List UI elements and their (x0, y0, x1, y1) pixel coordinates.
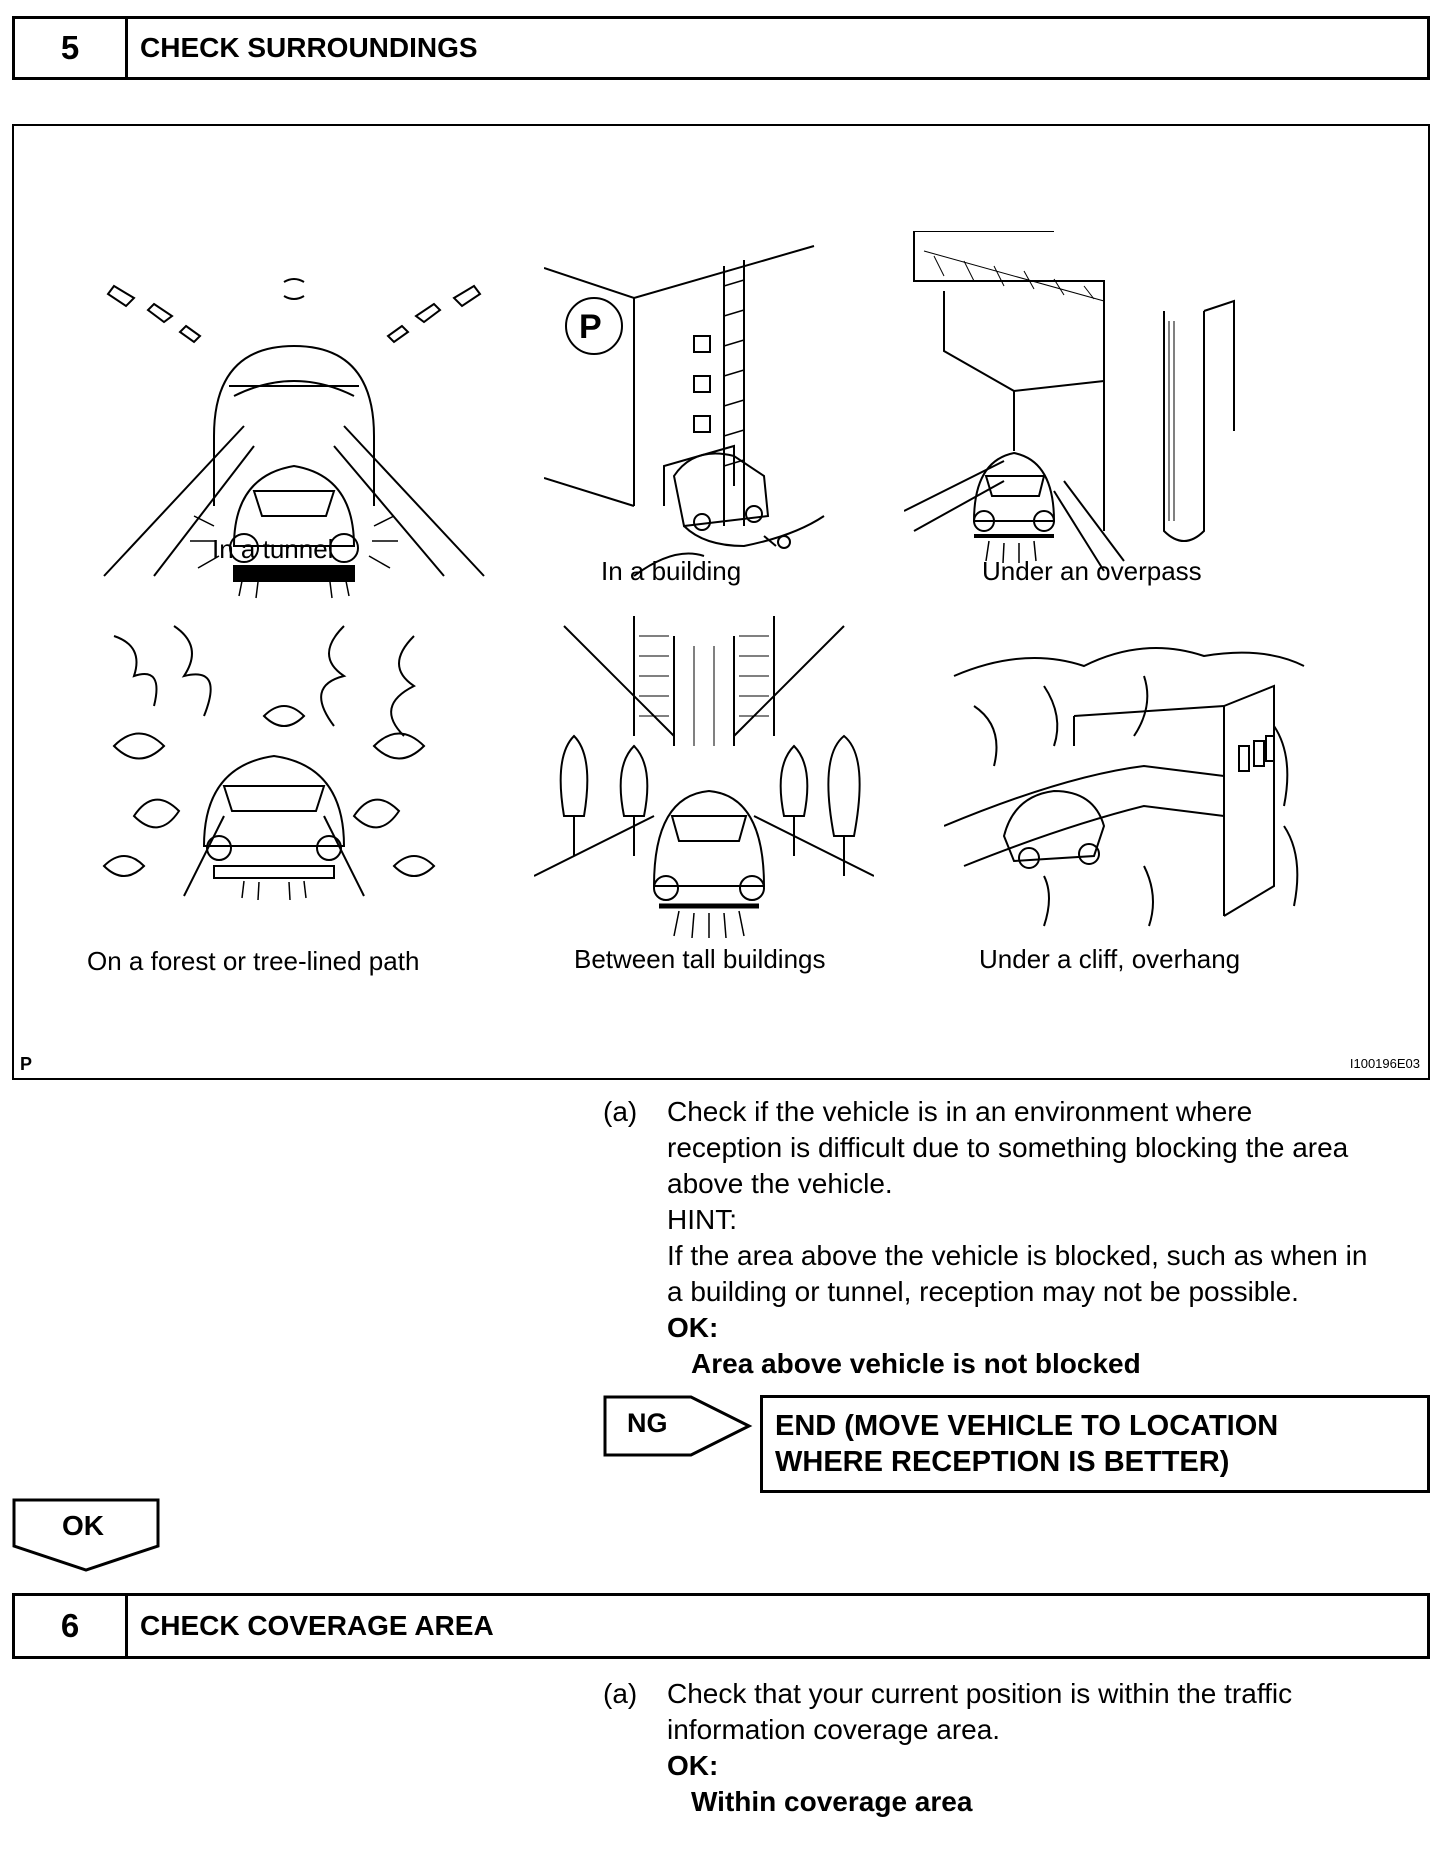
ng-label: NG (627, 1408, 668, 1438)
leaves (102, 705, 436, 877)
step-6-item-label: (a) (603, 1678, 638, 1709)
step-5-title: CHECK SURROUNDINGS (140, 32, 478, 63)
ng-arrow (603, 1395, 753, 1457)
step-6-number: 6 (15, 1596, 128, 1656)
end-line-2: WHERE RECEPTION IS BETTER) (775, 1446, 1230, 1478)
end-box: END (MOVE VEHICLE TO LOCATION WHERE RECE… (760, 1395, 1430, 1493)
tunnel-scene (103, 278, 485, 599)
ok-condition: Area above vehicle is not blocked (691, 1348, 1141, 1379)
forest-scene (102, 625, 436, 901)
cliff-scene (944, 647, 1305, 927)
step-6-instructions: Check that your current position is with… (667, 1676, 1427, 1820)
step-5-item-label: (a) (603, 1096, 638, 1127)
caption-tunnel: In a tunnel (212, 534, 334, 564)
caption-overpass: Under an overpass (982, 556, 1202, 586)
surroundings-illustration: P (12, 124, 1430, 1080)
step-6-title: CHECK COVERAGE AREA (140, 1610, 494, 1641)
building-scene: P (544, 245, 825, 577)
end-line-1: END (MOVE VEHICLE TO LOCATION (775, 1410, 1279, 1442)
ok-arrow (12, 1498, 160, 1572)
ok-branch-label: OK (62, 1510, 104, 1541)
step-5-instructions: Check if the vehicle is in an environmen… (667, 1094, 1427, 1382)
figure-id: I100196E03 (1349, 1056, 1420, 1071)
overpass-scene (904, 231, 1235, 572)
tall-buildings-scene (534, 616, 874, 939)
step-5-line-1: Check if the vehicle is in an environmen… (667, 1096, 1253, 1127)
caption-tall-buildings: Between tall buildings (574, 944, 826, 974)
hint-label: HINT: (667, 1204, 737, 1235)
parking-sign-letter: P (579, 308, 602, 346)
step-6-line-1: Check that your current position is with… (667, 1678, 1293, 1709)
step-6-line-2: information coverage area. (667, 1714, 1001, 1745)
caption-cliff: Under a cliff, overhang (979, 944, 1241, 974)
trees (559, 734, 861, 876)
step-6-ok-condition: Within coverage area (691, 1786, 973, 1817)
hint-line-2: a building or tunnel, reception may not … (667, 1276, 1299, 1307)
step-5-number: 5 (15, 19, 128, 77)
step-6-header: 6 CHECK COVERAGE AREA (12, 1593, 1430, 1659)
step-5-line-3: above the vehicle. (667, 1168, 893, 1199)
caption-forest: On a forest or tree-lined path (87, 946, 420, 976)
hint-line-1: If the area above the vehicle is blocked… (667, 1240, 1368, 1271)
step-5-header: 5 CHECK SURROUNDINGS (12, 16, 1430, 80)
signal-dashes-right (386, 284, 482, 344)
step-6-ok-label: OK: (667, 1750, 719, 1781)
step-5-line-2: reception is difficult due to something … (667, 1132, 1349, 1163)
caption-building: In a building (601, 556, 742, 586)
ok-label: OK: (667, 1312, 719, 1343)
figure-corner-label: P (20, 1054, 33, 1074)
signal-dashes-left (106, 284, 202, 344)
